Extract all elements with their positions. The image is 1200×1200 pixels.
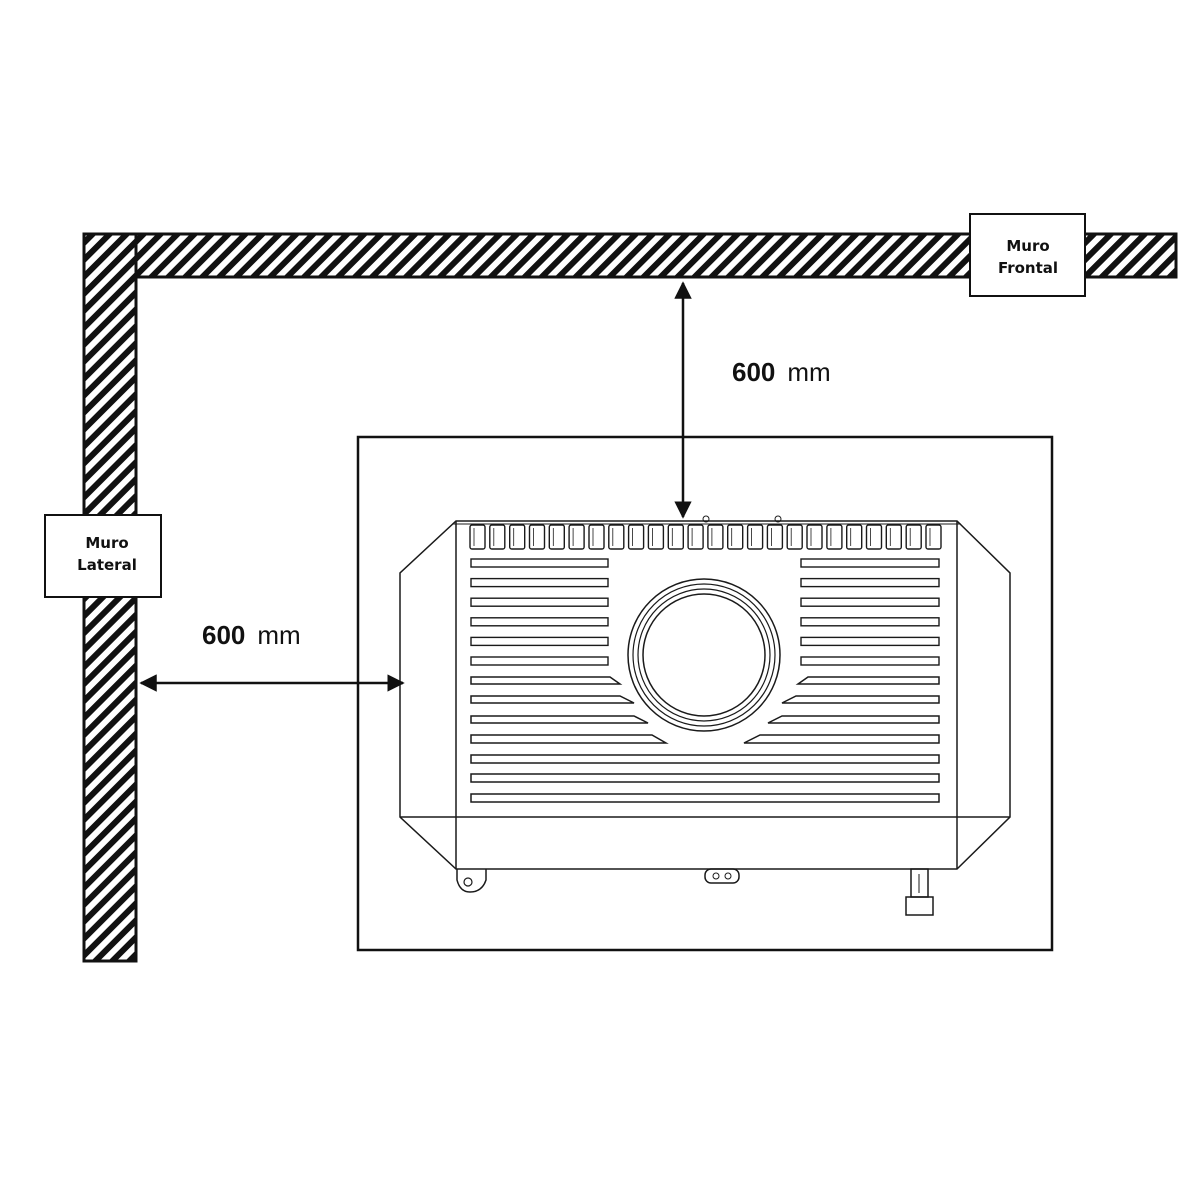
top-vent-slot	[905, 524, 922, 550]
top-vent-slot	[489, 524, 506, 550]
side-wall-label-line2: Lateral	[77, 556, 137, 574]
top-vent-slot	[846, 524, 863, 550]
left-grille-slat	[470, 577, 609, 588]
top-vent-slot	[826, 524, 843, 550]
left-foot-hook	[456, 869, 487, 893]
top-vent-slot	[925, 524, 942, 550]
top-vent-slot	[608, 524, 625, 550]
left-grille-slat	[470, 597, 609, 607]
svg-text:600 mm: 600 mm	[202, 620, 301, 650]
top-vent-slot	[469, 524, 486, 550]
top-vent-slot	[667, 524, 684, 550]
top-vent-slot	[568, 524, 585, 550]
top-vent-slot	[806, 524, 823, 550]
top-vent-slot	[528, 524, 546, 550]
top-vent-slot	[687, 524, 704, 550]
top-vent-slot	[766, 524, 784, 550]
side-clearance-unit: mm	[257, 620, 300, 650]
top-vent-slot	[865, 524, 883, 550]
top-vent-slot	[885, 524, 902, 550]
front-clearance-unit: mm	[787, 357, 830, 387]
right-grille-slat	[800, 558, 940, 568]
svg-text:600 mm: 600 mm	[732, 357, 831, 387]
left-grille-slat	[470, 617, 609, 627]
right-grille-slat	[800, 636, 940, 647]
side-wall-label: Muro Lateral	[44, 514, 162, 598]
top-vent-slot	[548, 524, 565, 550]
left-grille-slat	[470, 636, 609, 647]
left-grille-slat	[470, 558, 609, 568]
side-clearance-value: 600	[202, 620, 245, 650]
stove-top-view	[399, 515, 1011, 916]
top-vent-slot	[727, 524, 744, 550]
side-clearance-dimension: 600 mm	[139, 620, 405, 692]
side-wall-label-line1: Muro	[85, 534, 128, 552]
right-grille-slat	[800, 656, 940, 666]
top-vent-slots	[469, 524, 942, 550]
flue-outlet	[627, 578, 781, 732]
top-vent-slot	[647, 524, 665, 550]
left-grille-slat	[470, 656, 609, 666]
front-clearance-value: 600	[732, 357, 775, 387]
right-grille-slat	[800, 597, 940, 607]
right-grille	[800, 558, 940, 666]
right-grille-slat	[800, 577, 940, 588]
top-vent-slot	[627, 524, 645, 550]
front-wall-label-line1: Muro	[1006, 237, 1049, 255]
top-vent-slot	[786, 524, 803, 550]
top-vent-slot	[509, 524, 526, 550]
base-plate	[356, 435, 1054, 952]
center-connector	[704, 868, 740, 884]
top-vent-slot	[588, 524, 605, 550]
right-handle	[905, 868, 934, 916]
front-wall-label: Muro Frontal	[969, 213, 1086, 297]
front-clearance-dimension: 600 mm	[674, 281, 831, 519]
front-wall-label-line2: Frontal	[998, 259, 1058, 277]
left-grille	[470, 558, 609, 666]
top-vent-slot	[707, 524, 724, 550]
right-grille-slat	[800, 617, 940, 627]
top-vent-slot	[746, 524, 764, 550]
